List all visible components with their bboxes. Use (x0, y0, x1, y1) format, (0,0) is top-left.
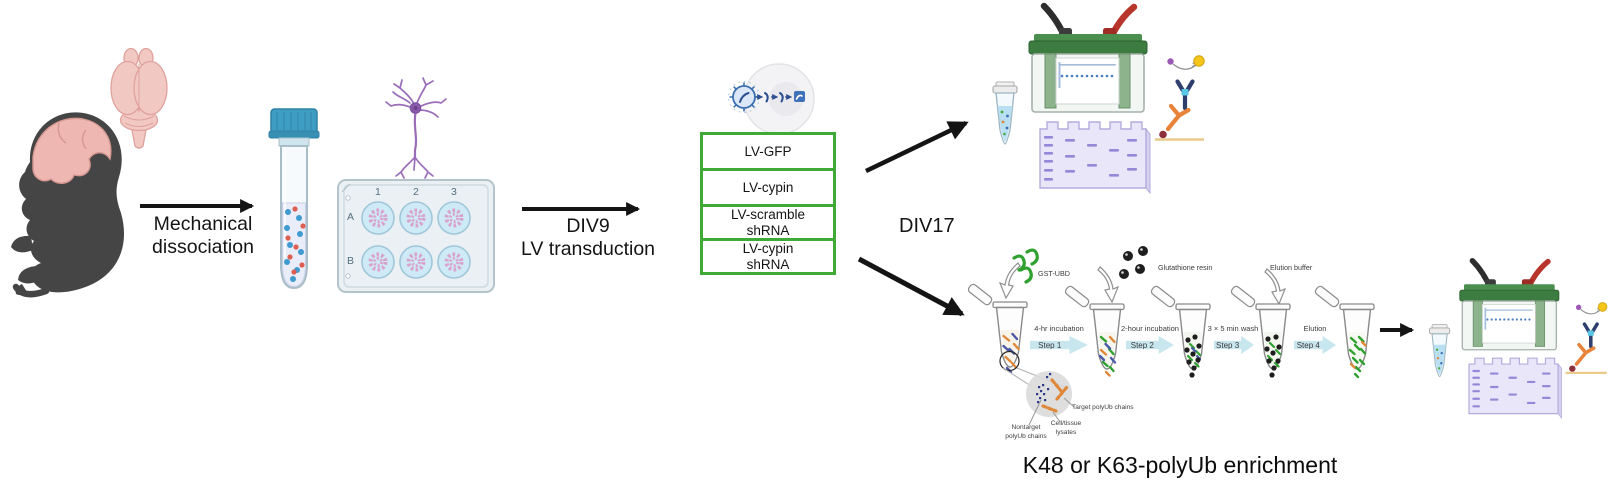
mechanical-dissociation-label: Mechanical dissociation (152, 213, 254, 258)
pour-arrow-icon (1264, 268, 1286, 305)
div9-transduction-label: DIV9 LV transduction (520, 215, 656, 260)
target-polyub-label: Target polyUb chains (1072, 404, 1134, 411)
nontarget-polyub-label: Nontarget polyUb chains (1005, 424, 1047, 440)
lv-row-gfp: LV-GFP (700, 132, 836, 171)
step-2-description: 2-hour incubation (1121, 324, 1179, 333)
step-4-description: Elution (1303, 324, 1327, 333)
lysate-inset-magnifier (1002, 367, 1075, 426)
plate-row-label: B (347, 255, 355, 267)
branch-arrow-bottom (857, 256, 965, 317)
lv-row-cypin: LV-cypin (700, 168, 836, 207)
elution-buffer-label: Elution buffer (1270, 263, 1313, 272)
lv-row-cypin-shrna: LV-cypin shRNA (700, 238, 836, 275)
pour-arrow-icon (1097, 266, 1119, 303)
mouse-embryo-icon (11, 112, 125, 298)
gst-ubd-label: GST-UBD (1038, 269, 1070, 278)
step-1-label: Step 1 (1038, 340, 1062, 350)
step-1-description: 4-hr incubation (1034, 324, 1084, 333)
mouse-brain-icon (110, 47, 168, 149)
dissociation-tube-icon (268, 108, 320, 290)
step-3-label: Step 3 (1216, 340, 1240, 350)
six-well-plate-icon (337, 179, 495, 293)
plate-row-label: A (347, 211, 355, 223)
glutathione-resin-icon (1119, 246, 1148, 279)
pour-arrow-icon (999, 262, 1021, 299)
k48-k63-enrichment-caption: K48 or K63-polyUb enrichment (1022, 452, 1338, 478)
step-4-label: Step 4 (1296, 340, 1320, 350)
gst-ubd-icon (1012, 248, 1039, 284)
enrichment-tube-5 (1313, 284, 1375, 379)
western-blot-cluster-bottom (1430, 261, 1607, 418)
step-3-description: 3 × 5 min wash (1207, 324, 1259, 333)
enrichment-tube-1 (966, 282, 1028, 374)
cell-tissue-lysates-label: Cell/tissue lysates (1050, 420, 1082, 436)
western-blot-cluster-top (993, 6, 1204, 193)
glutathione-resin-label: Glutathione resin (1158, 263, 1213, 272)
branch-arrow-top (865, 120, 969, 174)
div17-label: DIV17 (899, 215, 955, 237)
enrichment-tube-2 (1063, 284, 1125, 377)
plate-column-label: 2 (413, 186, 419, 198)
plate-column-label: 3 (451, 186, 457, 198)
lv-row-scramble-shrna: LV-scramble shRNA (700, 204, 836, 241)
plate-column-label: 1 (375, 186, 381, 198)
step-2-label: Step 2 (1130, 340, 1154, 350)
enrichment-tube-3 (1149, 284, 1211, 378)
lv-construct-table: LV-GFP LV-cypin LV-scramble shRNA LV-cyp… (700, 132, 836, 275)
lentivirus-transduction-icon (728, 63, 815, 135)
enrichment-tube-4 (1229, 284, 1291, 378)
neuron-icon (385, 77, 447, 179)
